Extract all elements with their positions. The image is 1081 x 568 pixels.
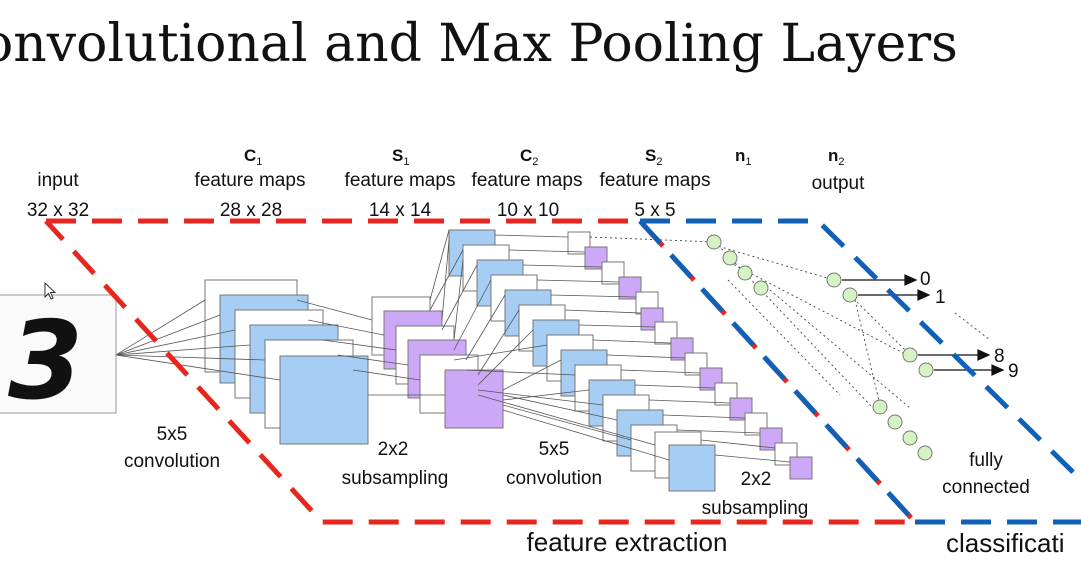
- output-label-0: 0: [920, 269, 931, 290]
- s1-layer-size: 14 x 14: [369, 200, 432, 221]
- conv1-kernel: 5x5: [157, 424, 188, 445]
- c1-layer-name: C1: [244, 146, 262, 168]
- s2-layer-name: S2: [645, 146, 662, 168]
- classification-region: [638, 218, 1081, 525]
- s2-layer-size: 5 x 5: [634, 200, 675, 221]
- sub2-op: subsampling: [702, 498, 809, 519]
- conv1-op: convolution: [124, 451, 220, 472]
- dense-connections: [589, 236, 991, 409]
- layer-headers: input 32 x 32 C1 feature maps 28 x 28 S1…: [27, 146, 865, 221]
- mouse-cursor-icon: [44, 282, 57, 300]
- input-image: 3: [0, 294, 117, 424]
- output-arrows: [842, 274, 1005, 376]
- c1-layer-size: 28 x 28: [220, 200, 282, 221]
- conv2-op: convolution: [506, 468, 602, 489]
- input-layer-name: input: [37, 170, 79, 191]
- sub1-op: subsampling: [342, 468, 449, 489]
- connection-lines: [115, 229, 791, 463]
- fc-line1: fully: [969, 450, 1003, 471]
- input-layer-size: 32 x 32: [27, 200, 89, 221]
- s1-feature-map-stack: [371, 296, 504, 429]
- n2-layer-desc: output: [812, 173, 866, 194]
- s2-layer-desc: feature maps: [600, 170, 711, 191]
- fc-line2: connected: [942, 477, 1030, 498]
- n1-neurons: [706, 234, 933, 461]
- classification-label: classificati: [946, 528, 1064, 558]
- c1-layer-desc: feature maps: [195, 170, 306, 191]
- feature-extraction-label: feature extraction: [527, 527, 728, 557]
- n2-layer-name: n2: [828, 146, 845, 168]
- operation-labels: 5x5 convolution 2x2 subsampling 5x5 conv…: [124, 424, 1030, 519]
- s1-layer-name: S1: [392, 146, 409, 168]
- slide-title: onvolutional and Max Pooling Layers: [0, 14, 958, 74]
- output-label-8: 8: [994, 346, 1005, 367]
- output-label-9: 9: [1008, 361, 1019, 382]
- c2-feature-map-stack: [448, 229, 716, 492]
- sub1-kernel: 2x2: [378, 439, 409, 460]
- feature-extraction-region: [44, 218, 921, 525]
- sub2-kernel: 2x2: [741, 469, 772, 490]
- c2-layer-name: C2: [520, 146, 538, 168]
- n2-output-neurons: [826, 272, 934, 378]
- conv2-kernel: 5x5: [539, 439, 570, 460]
- output-label-1: 1: [935, 287, 946, 308]
- n1-layer-name: n1: [735, 146, 752, 168]
- c2-layer-size: 10 x 10: [497, 200, 559, 221]
- s2-feature-map-stack: [567, 231, 813, 480]
- input-digit: 3: [8, 299, 83, 424]
- s1-layer-desc: feature maps: [345, 170, 456, 191]
- c2-layer-desc: feature maps: [472, 170, 583, 191]
- c1-feature-map-stack: [204, 279, 369, 445]
